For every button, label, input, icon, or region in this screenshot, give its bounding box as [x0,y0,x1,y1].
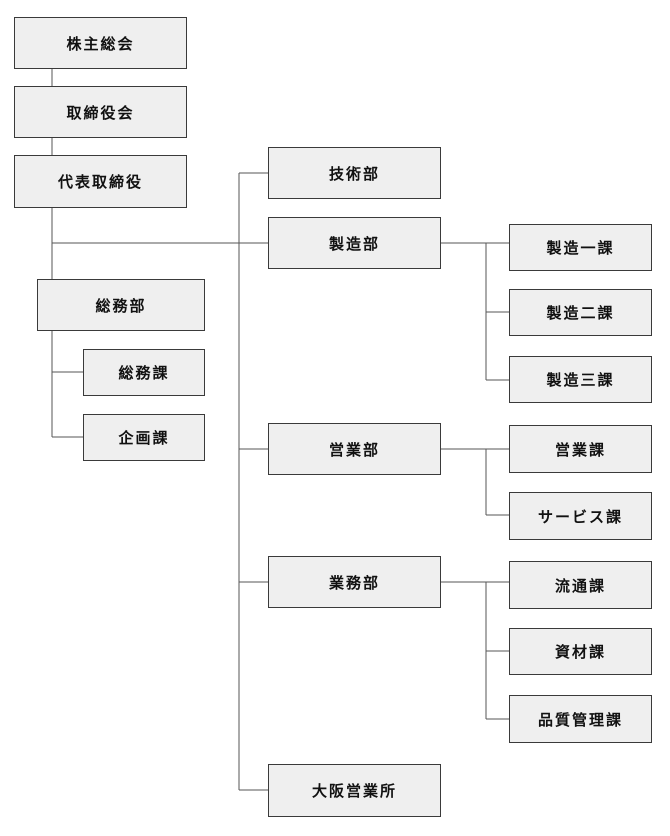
board-of-directors-box: 取締役会 [14,86,187,138]
manufacturing-department-box: 製造部 [268,217,441,269]
operations-department-box: 業務部 [268,556,441,608]
materials-section-box: 資材課 [509,628,652,675]
sales-section-box: 営業課 [509,425,652,473]
general-affairs-section-box: 総務課 [83,349,205,396]
manufacturing-section-1-box: 製造一課 [509,224,652,271]
sales-department-box: 営業部 [268,423,441,475]
technology-department-box: 技術部 [268,147,441,199]
manufacturing-section-2-box: 製造二課 [509,289,652,336]
quality-control-section-box: 品質管理課 [509,695,652,743]
service-section-box: サービス課 [509,492,652,540]
planning-section-box: 企画課 [83,414,205,461]
general-affairs-department-box: 総務部 [37,279,205,331]
osaka-sales-office-box: 大阪営業所 [268,764,441,817]
distribution-section-box: 流通課 [509,561,652,609]
representative-director-box: 代表取締役 [14,155,187,208]
shareholders-meeting-box: 株主総会 [14,17,187,69]
manufacturing-section-3-box: 製造三課 [509,356,652,403]
